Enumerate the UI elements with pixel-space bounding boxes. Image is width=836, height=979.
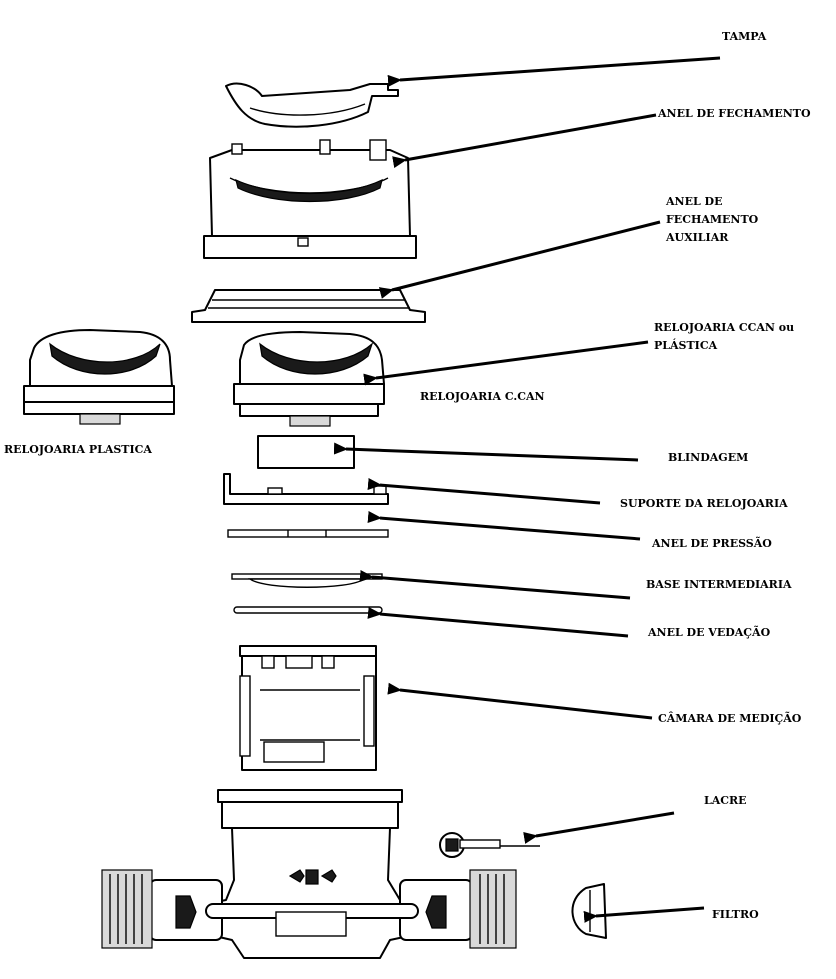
relojoaria-plastica-part [23, 329, 175, 425]
anel-fechamento-auxiliar-part [191, 289, 426, 323]
labels: TAMPA ANEL DE FECHAMENTO ANEL DE FECHAME… [4, 30, 811, 921]
arrow-relojoaria-ccan [363, 340, 649, 386]
lacre-part [439, 832, 540, 858]
arrow-anel-vedacao [367, 606, 629, 638]
label-relojoaria-c-can: RELOJOARIA C.CAN [420, 390, 545, 403]
label-anel-fechamento: ANEL DE FECHAMENTO [657, 107, 811, 120]
label-tampa: TAMPA [722, 30, 767, 43]
arrow-filtro [583, 906, 705, 923]
filtro-part [571, 883, 607, 939]
label-lacre: LACRE [704, 794, 747, 807]
arrow-suporte-relojoaria [367, 478, 601, 505]
label-anel-vedacao: ANEL DE VEDAÇÃO [647, 625, 771, 639]
anel-fechamento-part [203, 139, 417, 259]
label-blindagem: BLINDAGEM [668, 451, 748, 464]
label-suporte-relojoaria: SUPORTE DA RELOJOARIA [620, 497, 788, 510]
label-anel-fechamento-auxiliar-3: AUXILIAR [665, 231, 729, 244]
label-relojoaria-ccan-ou-2: PLÁSTICA [654, 338, 718, 352]
label-anel-pressao: ANEL DE PRESSÃO [651, 536, 772, 550]
arrow-anel-pressao [367, 511, 641, 541]
label-relojoaria-plastica: RELOJOARIA PLASTICA [4, 443, 152, 456]
anel-pressao-part [227, 529, 389, 538]
arrow-anel-fechamento-auxiliar [378, 220, 661, 299]
base-intermediaria-part [231, 573, 383, 588]
arrow-lacre [523, 811, 675, 844]
label-camara-medicao: CÂMARA DE MEDIÇÃO [658, 711, 802, 725]
arrow-camara-medicao [387, 682, 653, 720]
arrow-base-intermediaria [359, 570, 631, 600]
leader-arrows [333, 56, 721, 923]
meter-body-part [101, 789, 517, 959]
label-anel-fechamento-auxiliar-1: ANEL DE [665, 195, 722, 208]
arrow-anel-fechamento [392, 113, 657, 169]
label-anel-fechamento-auxiliar-2: FECHAMENTO [666, 213, 759, 226]
anel-vedacao-part [233, 606, 383, 614]
camara-medicao-part [239, 645, 377, 771]
label-base-intermediaria: BASE INTERMEDIARIA [646, 578, 792, 591]
arrow-tampa [387, 56, 721, 87]
suporte-relojoaria-part [223, 473, 389, 505]
arrow-blindagem [333, 442, 639, 462]
relojoaria-ccan-part [233, 331, 385, 427]
label-filtro: FILTRO [712, 908, 759, 921]
tampa-part [225, 82, 399, 128]
label-relojoaria-ccan-ou-1: RELOJOARIA CCAN ou [654, 321, 794, 334]
blindagem-part [257, 435, 355, 469]
